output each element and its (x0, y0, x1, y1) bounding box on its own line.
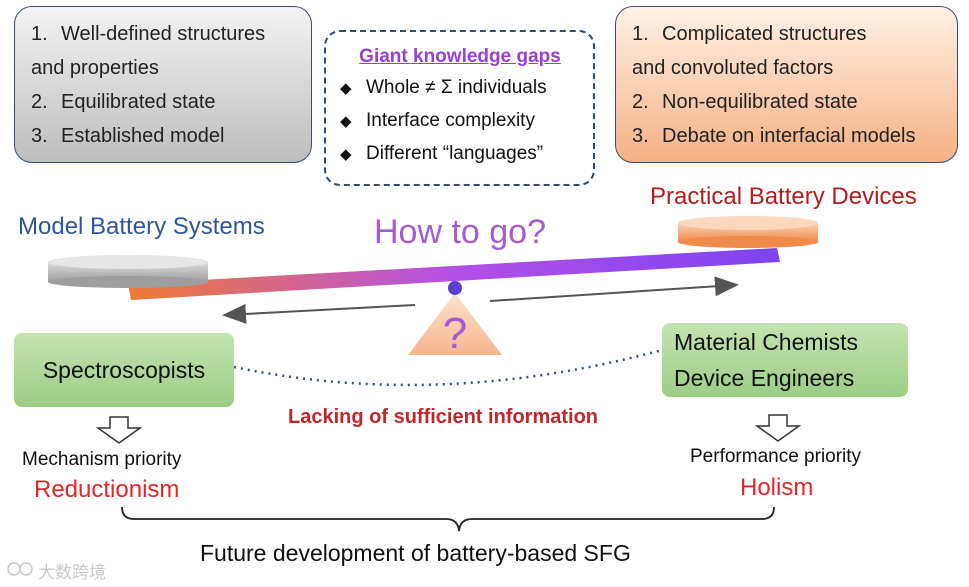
mechanism-priority-label: Mechanism priority (22, 449, 182, 470)
watermark: 大数跨境 (6, 558, 106, 583)
practical-item-1: 1. Complicated structures (632, 17, 957, 51)
holism-label: Holism (740, 474, 814, 501)
information-gap-label: Lacking of sufficient information (288, 406, 599, 428)
practical-item-2: 2. Non-equilibrated state (632, 85, 957, 119)
fulcrum-question-mark: ? (443, 309, 467, 358)
model-item-2-text: Equilibrated state (61, 91, 216, 113)
model-system-disc (48, 255, 208, 288)
model-item-3: 3. Established model (31, 119, 311, 153)
practical-properties-box: 1. Complicated structures and convoluted … (615, 6, 958, 163)
practical-item-3-text: Debate on interfacial models (662, 125, 916, 147)
conclusion-label: Future development of battery-based SFG (200, 540, 631, 566)
down-arrow-icon (95, 416, 143, 444)
model-item-3-text: Established model (61, 125, 225, 147)
engineers-box: Material Chemists Device Engineers (662, 323, 908, 397)
model-item-1-text: Well-defined structures (61, 23, 266, 45)
down-arrow-icon (754, 414, 802, 442)
performance-priority-label: Performance priority (690, 446, 862, 467)
watermark-text: 大数跨境 (38, 563, 106, 582)
practical-item-3: 3. Debate on interfacial models (632, 119, 957, 153)
knowledge-gap-text-2: Interface complexity (366, 110, 535, 131)
knowledge-gap-text-1: Whole ≠ Σ individuals (366, 77, 547, 98)
practical-item-1-continuation: and convoluted factors (632, 57, 834, 79)
spectroscopists-box: Spectroscopists (14, 333, 234, 407)
how-to-go-label: How to go? (374, 213, 546, 251)
diamond-bullet-icon: ◆ (340, 113, 352, 130)
knowledge-gaps-box: Giant knowledge gaps ◆ Whole ≠ Σ individu… (324, 30, 595, 186)
knowledge-gap-item-3: ◆ Different “languages” (340, 138, 593, 171)
practical-item-2-text: Non-equilibrated state (662, 91, 858, 113)
practical-item-3-number: 3. (632, 125, 649, 147)
model-item-2-number: 2. (31, 91, 48, 113)
pivot-ball (448, 281, 462, 295)
reductionism-label: Reductionism (34, 476, 180, 503)
seesaw-beam (128, 248, 780, 300)
arrow-to-model (222, 303, 416, 324)
diamond-bullet-icon: ◆ (340, 80, 352, 97)
model-properties-box: 1. Well-defined structures and properties… (14, 6, 312, 163)
information-gap-link (233, 348, 663, 387)
model-item-1-number: 1. (31, 23, 48, 45)
knowledge-gaps-title: Giant knowledge gaps (359, 46, 561, 67)
practical-item-1-text: Complicated structures (662, 23, 867, 45)
fulcrum-triangle (408, 293, 502, 355)
spectroscopists-label: Spectroscopists (42, 356, 206, 383)
knowledge-gap-item-1: ◆ Whole ≠ Σ individuals (340, 72, 593, 105)
knowledge-gap-text-3: Different “languages” (366, 143, 544, 164)
model-item-2: 2. Equilibrated state (31, 85, 311, 119)
device-engineers-label: Device Engineers (674, 365, 855, 391)
model-battery-systems-label: Model Battery Systems (18, 213, 265, 240)
diamond-bullet-icon: ◆ (340, 146, 352, 163)
knowledge-gap-item-2: ◆ Interface complexity (340, 105, 593, 138)
practical-item-1-number: 1. (632, 23, 649, 45)
model-item-1-continuation: and properties (31, 57, 159, 79)
practical-battery-devices-label: Practical Battery Devices (650, 183, 917, 210)
model-item-3-number: 3. (31, 125, 48, 147)
material-chemists-label: Material Chemists (674, 329, 859, 355)
model-item-1: 1. Well-defined structures (31, 17, 311, 51)
arrow-to-practical (489, 276, 739, 302)
practical-item-2-number: 2. (632, 91, 649, 113)
watermark-logo-icon (6, 560, 38, 583)
practical-device-disc (678, 216, 818, 248)
bottom-brace (121, 506, 775, 532)
